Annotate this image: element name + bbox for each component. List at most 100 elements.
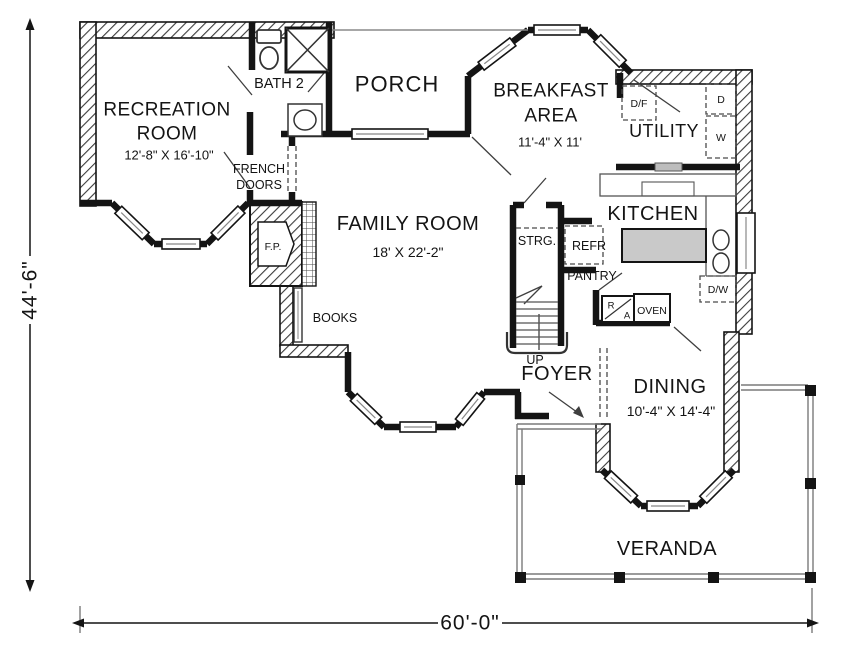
french-doors-label-line2: DOORS [236, 178, 282, 192]
dimension-bottom: 60'-0" [72, 612, 819, 635]
dining-size: 10'-4" X 14'-4" [627, 403, 715, 419]
window-family-bay-left [349, 392, 383, 426]
dishwasher-label: D/W [708, 284, 729, 296]
wall-family-bottom-left [279, 344, 349, 358]
oven-box [633, 293, 671, 323]
window-breakfast-right [592, 33, 628, 69]
dining-label: DINING [634, 376, 707, 398]
storage-label: STRG. [518, 234, 556, 248]
pantry-label: PANTRY [567, 269, 617, 283]
shower-x [285, 27, 330, 73]
kitchen-counter-top [599, 173, 737, 197]
window-porch [351, 128, 429, 140]
breakfast-size: 11'-4" X 11' [518, 135, 582, 150]
veranda-post [515, 572, 526, 583]
bath-fixtures [256, 26, 331, 137]
dimension-arrow-down [25, 580, 35, 592]
stair-bottom-outline [505, 332, 569, 355]
french-doors-label-line1: FRENCH [233, 162, 285, 176]
toilet-bowl [259, 46, 279, 70]
width-dimension-label: 60'-0" [440, 612, 500, 635]
veranda-posts [515, 385, 816, 583]
toilet-tank [256, 29, 282, 44]
french-doors-opening [287, 146, 297, 192]
annotation-labels: FRENCH DOORS BOOKS STRG. UP REFR PANTRY … [233, 94, 728, 367]
window-recreation-bay-left [113, 205, 151, 241]
kitchen-label: KITCHEN [607, 203, 698, 225]
kitchen-fixtures [599, 173, 737, 323]
door-swings [223, 65, 702, 416]
window-dining-bay-right [698, 469, 734, 505]
window-kitchen-sink [736, 212, 756, 274]
window-dining-bay-bottom [646, 500, 690, 512]
windows [113, 24, 756, 512]
veranda-post [515, 475, 525, 485]
refrigerator-box [564, 225, 604, 265]
sink-bowl [712, 229, 730, 251]
window-recreation-bay-bottom [161, 238, 201, 250]
return-air-label-r: R [608, 301, 615, 312]
dimension-left: 44'-6" [19, 18, 42, 592]
porch-label: PORCH [355, 72, 439, 97]
sink-bowl [712, 252, 730, 274]
family-size: 18' X 22'-2" [372, 244, 443, 260]
stairs [505, 301, 569, 355]
room-labels: RECREATION ROOM 12'-8" X 16'-10" BATH 2 … [103, 72, 717, 561]
recreation-label-line2: ROOM [137, 124, 198, 145]
window-family-bay-bottom [399, 421, 437, 433]
veranda-post [614, 572, 625, 583]
wall-right-kitchen [735, 69, 753, 335]
family-label: FAMILY ROOM [337, 213, 480, 235]
fireplace-label: F.P. [265, 241, 282, 253]
washer-label: W [716, 132, 726, 144]
window-breakfast-top [533, 24, 581, 36]
wall-books [279, 283, 294, 347]
breakfast-label-line2: AREA [524, 106, 577, 127]
books-shelf [293, 287, 303, 343]
dryer-label: D [717, 94, 725, 106]
up-label: UP [526, 353, 543, 367]
recreation-label-line1: RECREATION [103, 100, 230, 121]
books-label: BOOKS [313, 311, 357, 325]
wall-right-dining [723, 331, 740, 473]
stair-treads [516, 301, 558, 345]
bath-sink-bowl [293, 109, 317, 131]
wall-left-recreation [79, 21, 97, 207]
height-dimension-label: 44'-6" [19, 260, 42, 320]
dryer-freezer-label: D/F [631, 98, 648, 110]
dryer-freezer-box [621, 85, 657, 121]
recreation-size: 12'-8" X 16'-10" [124, 148, 214, 163]
kitchen-island [621, 228, 707, 263]
breakfast-label-line1: BREAKFAST [493, 81, 609, 102]
utility-label: UTILITY [629, 121, 699, 141]
kitchen-counter-inset [641, 181, 695, 197]
utility-vent [654, 162, 683, 172]
return-air-label-a: A [624, 311, 631, 322]
dimension-arrow-up [25, 18, 35, 30]
dryer-box [705, 83, 737, 115]
foyer-label: FOYER [521, 363, 592, 385]
dimension-arrow-right [807, 618, 819, 628]
return-air-slash [604, 298, 632, 320]
bath2-label: BATH 2 [254, 76, 304, 92]
refrigerator-label: REFR [572, 239, 606, 253]
veranda-label: VERANDA [617, 538, 717, 560]
veranda-rails [79, 384, 814, 633]
veranda-post [708, 572, 719, 583]
washer-box [705, 115, 737, 159]
fireplace: F.P. [249, 201, 317, 287]
window-family-bay-right [454, 391, 486, 427]
front-door-arrow [573, 406, 584, 418]
firebox [257, 221, 295, 267]
wall-left-dining [595, 423, 611, 473]
dimension-arrow-left [72, 618, 84, 628]
oven-label: OVEN [637, 305, 667, 317]
window-breakfast-left [476, 36, 518, 72]
veranda-post [805, 572, 816, 583]
foyer-dining-opening [599, 348, 608, 418]
window-recreation-bay-right [209, 204, 247, 242]
veranda-post [805, 385, 816, 396]
window-dining-bay-left [603, 469, 639, 505]
